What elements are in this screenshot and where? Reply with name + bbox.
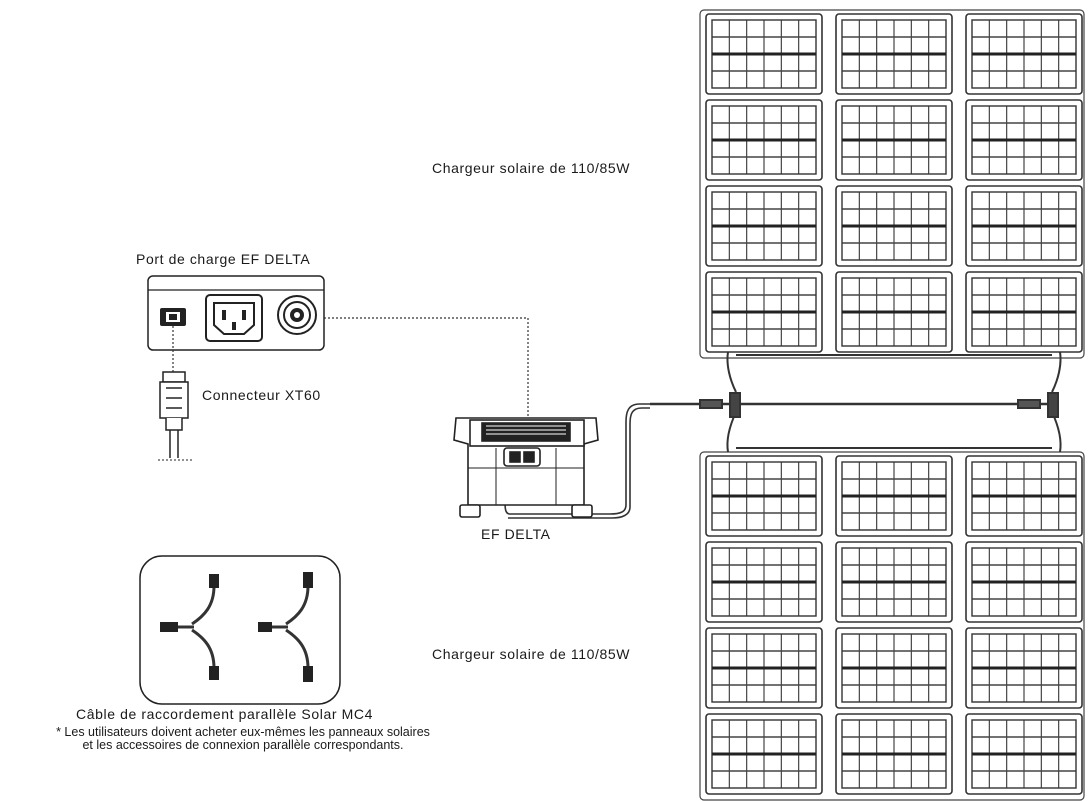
solar-panel	[705, 185, 823, 267]
solar-panel	[965, 541, 1083, 623]
solar-panel	[835, 455, 953, 537]
solar-panel	[965, 627, 1083, 709]
solar-panel	[705, 455, 823, 537]
solar-panel	[965, 271, 1083, 353]
solar-panel	[705, 99, 823, 181]
ac-port-icon	[205, 294, 263, 342]
dashed-connection	[172, 317, 529, 418]
solar-panel	[835, 13, 953, 95]
solar-panel	[705, 713, 823, 795]
solar-panel	[965, 13, 1083, 95]
solar-panel	[965, 455, 1083, 537]
solar-panel	[705, 627, 823, 709]
charge-port-label: Port de charge EF DELTA	[136, 251, 311, 267]
mc4-cable-label: Câble de raccordement parallèle Solar MC…	[76, 706, 373, 722]
solar-panel	[835, 627, 953, 709]
solar-input-cable	[504, 403, 650, 519]
solar-panel	[835, 541, 953, 623]
solar-panel	[705, 13, 823, 95]
ef-delta-unit	[453, 417, 599, 518]
note-line-1: * Les utilisateurs doivent acheter eux-m…	[56, 725, 430, 739]
mc4-cable-box	[139, 555, 341, 705]
dc-round-port-icon	[277, 295, 317, 335]
solar-panel	[965, 185, 1083, 267]
ef-delta-label: EF DELTA	[481, 526, 551, 542]
solar-panel	[835, 271, 953, 353]
solar-charger-bottom-label: Chargeur solaire de 110/85W	[432, 646, 631, 662]
solar-panel	[965, 713, 1083, 795]
parallel-cable-loop	[650, 351, 1062, 453]
solar-charger-bottom	[699, 451, 1085, 801]
xt60-connector-label: Connecteur XT60	[202, 387, 321, 403]
solar-panel	[835, 99, 953, 181]
solar-charger-top	[699, 9, 1085, 359]
solar-panel	[835, 185, 953, 267]
solar-panel	[705, 541, 823, 623]
xt60-connector	[158, 371, 192, 461]
solar-charger-top-label: Chargeur solaire de 110/85W	[432, 160, 631, 176]
solar-panel	[965, 99, 1083, 181]
xt60-port-icon	[160, 308, 186, 326]
solar-panel	[835, 713, 953, 795]
solar-panel	[705, 271, 823, 353]
note-line-2: et les accessoires de connexion parallèl…	[82, 738, 404, 752]
ef-delta-charge-port-panel	[147, 275, 325, 351]
